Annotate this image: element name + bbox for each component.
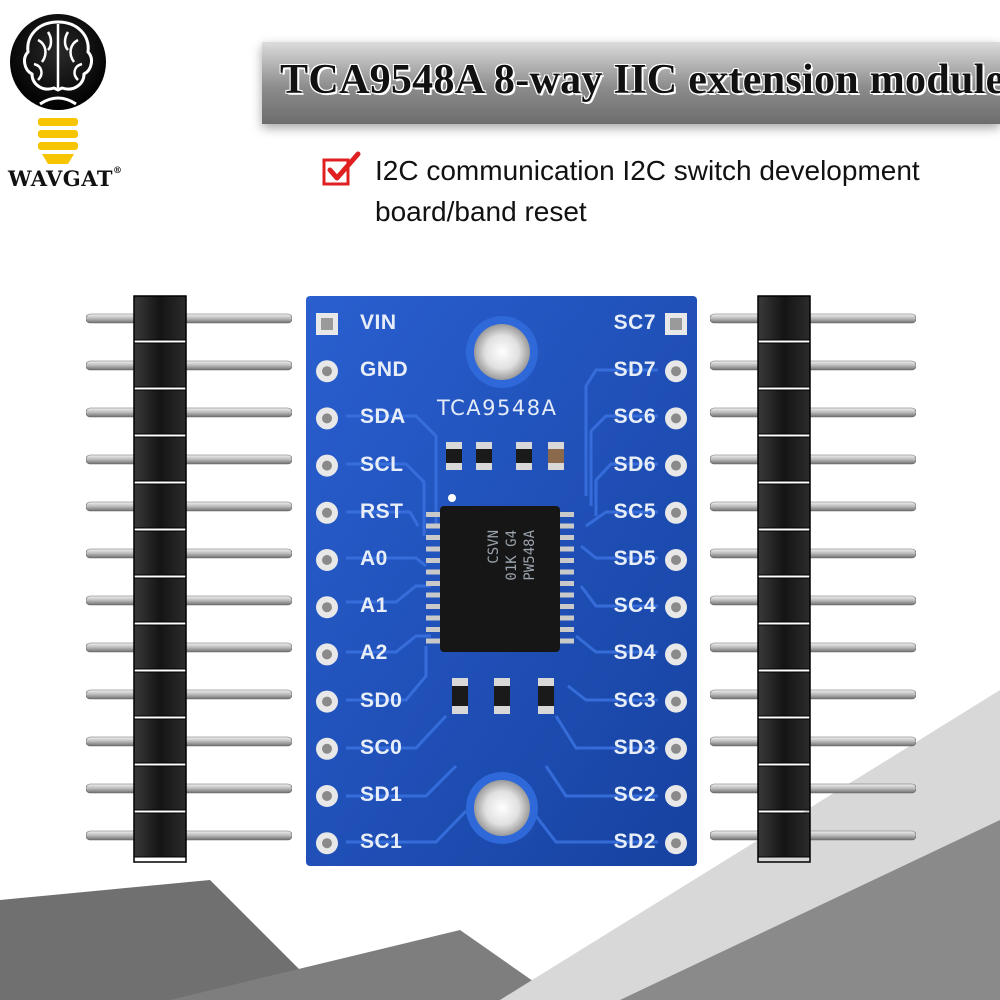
pin-label-scl: SCL [360, 452, 404, 476]
pin-label-sd1: SD1 [360, 783, 403, 806]
pin-label-sc0: SC0 [360, 735, 403, 759]
chip-marking-line2: 01K G4 [504, 530, 520, 581]
right-header-pin [710, 295, 916, 341]
pin-label-a2: A2 [360, 641, 388, 665]
pin-label-sda: SDA [360, 405, 406, 429]
right-header-pin [710, 436, 916, 482]
left-header-pin [86, 342, 292, 388]
pin-label-sc4: SC4 [613, 594, 656, 618]
left-header-pin [86, 530, 292, 576]
pin-label-sd5: SD5 [613, 547, 656, 570]
pin-label-sc5: SC5 [613, 499, 656, 523]
chip-silkscreen-label: TCA9548A [437, 396, 558, 420]
chip-marking: PW548A 01K G4 CSVN [474, 530, 549, 630]
pin-label-gnd: GND [360, 358, 409, 382]
pin-label-sd0: SD0 [360, 688, 403, 712]
pin-label-rst: RST [360, 499, 404, 523]
left-header-pin [86, 624, 292, 670]
right-header-pin [710, 671, 916, 717]
left-header-pin [86, 765, 292, 811]
pin-label-vin: VIN [360, 311, 397, 334]
pin-label-sd6: SD6 [613, 452, 656, 476]
pin-label-sc1: SC1 [360, 830, 403, 854]
title-banner [262, 42, 1000, 124]
left-header-pin [86, 295, 292, 341]
pin-label-a0: A0 [360, 547, 388, 570]
pin-label-sd2: SD2 [613, 830, 656, 854]
left-header-pin [86, 718, 292, 764]
pin-label-sc7: SC7 [613, 311, 656, 334]
pin-label-sc3: SC3 [613, 688, 656, 712]
pin-label-sd3: SD3 [613, 735, 656, 759]
right-header-pin [710, 812, 916, 858]
brain-lightbulb-logo-icon [10, 14, 106, 164]
left-header-pin [86, 483, 292, 529]
left-header-pin [86, 577, 292, 623]
left-pin-header [86, 295, 292, 863]
left-header-pin [86, 389, 292, 435]
right-header-pin [710, 389, 916, 435]
right-header-pin [710, 483, 916, 529]
pin-label-sc2: SC2 [613, 783, 656, 806]
left-header-pin [86, 436, 292, 482]
brand-name: WAVGAT® [8, 166, 123, 191]
tca9548a-pcb [306, 296, 697, 866]
left-header-pin [86, 812, 292, 858]
right-header-pin [710, 530, 916, 576]
pin-label-sc6: SC6 [613, 405, 656, 429]
pin-label-a1: A1 [360, 594, 388, 618]
chip-marking-line3: CSVN [486, 530, 502, 564]
pin-label-sd4: SD4 [613, 641, 656, 665]
right-header-pin [710, 624, 916, 670]
pin-label-sd7: SD7 [613, 358, 656, 382]
right-header-pin [710, 765, 916, 811]
right-header-pin [710, 718, 916, 764]
right-header-pin [710, 342, 916, 388]
chip-marking-line1: PW548A [522, 530, 538, 581]
left-header-pin [86, 671, 292, 717]
checkmark-icon [322, 151, 361, 186]
subtitle: I2C communication I2C switch development… [375, 155, 920, 227]
registered-mark: ® [113, 166, 123, 176]
page-title: TCA9548A 8-way IIC extension module [280, 57, 1000, 103]
right-pin-header [710, 295, 916, 863]
right-header-pin [710, 577, 916, 623]
